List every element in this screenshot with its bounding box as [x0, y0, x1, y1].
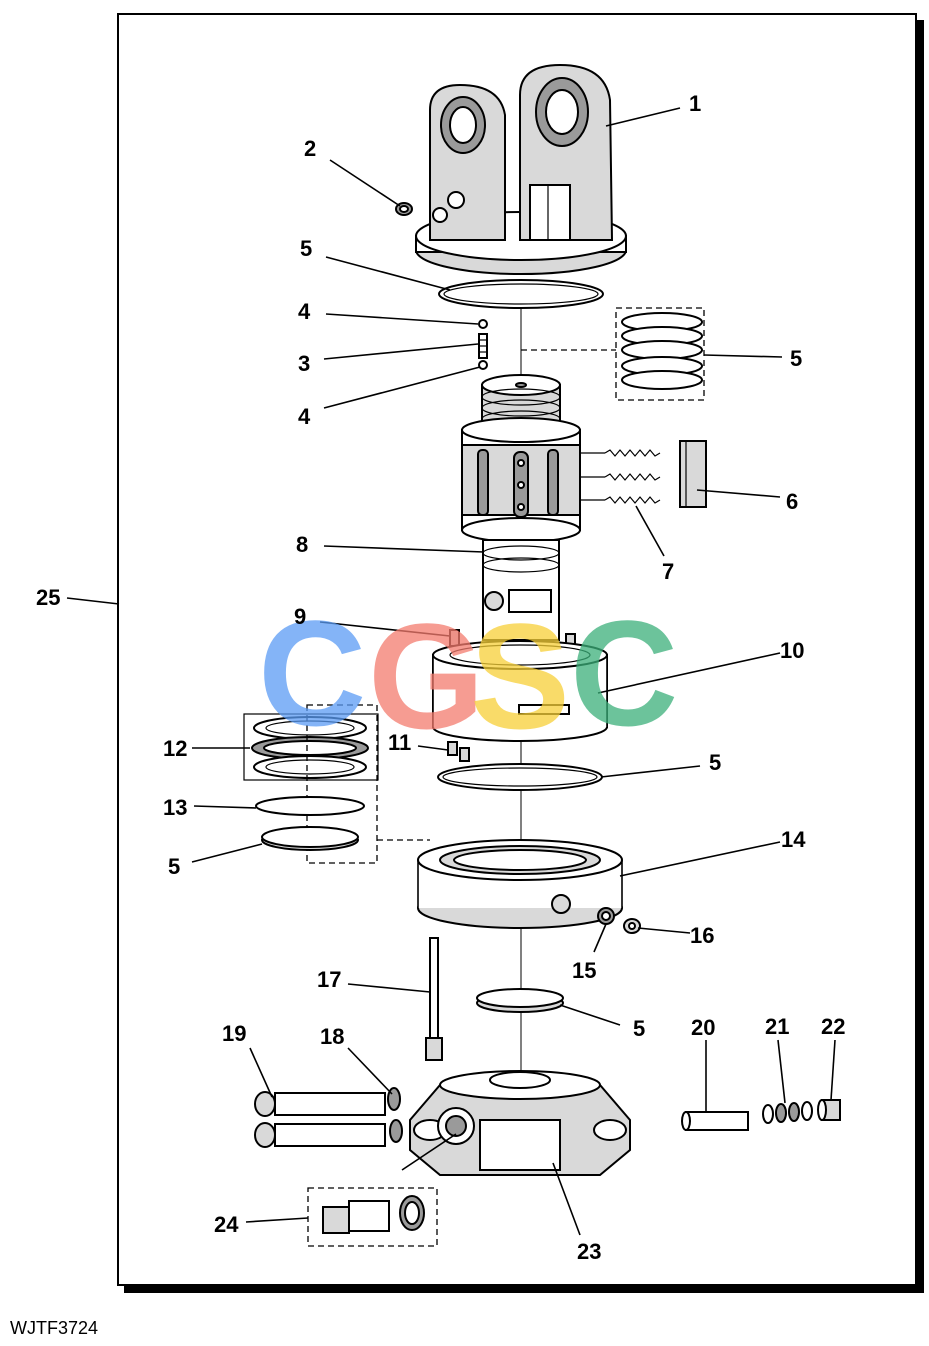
watermark-letter-4: C [570, 589, 678, 757]
part-11-fittings [447, 741, 470, 762]
part-3-spring [478, 333, 488, 359]
part-21-washers [762, 1101, 813, 1124]
callout-5a: 5 [300, 236, 312, 261]
callout-13: 13 [163, 795, 187, 820]
watermark-letter-3: S [470, 592, 570, 760]
callout-5b: 5 [790, 346, 802, 371]
part-8-shaft [482, 539, 560, 641]
part-1-yoke [415, 63, 627, 275]
part-10-housing [432, 640, 608, 742]
part-15-nut [597, 907, 615, 925]
watermark: C G S C [258, 589, 678, 760]
callout-labels: 1 2 3 4 4 5 5 5 5 5 5 6 7 8 9 10 11 12 1… [36, 91, 845, 1264]
callout-2: 2 [304, 136, 316, 161]
part-18-washers [387, 1087, 403, 1143]
callout-11: 11 [388, 730, 411, 755]
callout-4a: 4 [298, 299, 311, 324]
part-5-ring-lower [476, 988, 564, 1013]
part-20-pin [681, 1111, 749, 1131]
rotor-body [461, 417, 581, 543]
callout-10: 10 [780, 638, 804, 663]
callout-7: 7 [662, 559, 674, 584]
part-16-cap [623, 918, 641, 934]
callout-14: 14 [781, 827, 806, 852]
callout-5e: 5 [633, 1016, 645, 1041]
callout-19: 19 [222, 1021, 246, 1046]
callout-16: 16 [690, 923, 714, 948]
part-17-bolt [425, 937, 443, 1061]
watermark-letter-2: G [368, 592, 485, 760]
callout-22: 22 [821, 1014, 845, 1039]
callout-9: 9 [294, 604, 306, 629]
callout-21: 21 [765, 1014, 789, 1039]
part-12-washer-set [243, 704, 379, 864]
part-5-ring-left [261, 826, 359, 851]
callout-4b: 4 [298, 404, 311, 429]
leader-lines [66, 107, 836, 1236]
part-19-bolts [254, 1091, 386, 1148]
callout-23: 23 [577, 1239, 601, 1264]
part-24-fitting [307, 1187, 438, 1247]
figure-code: WJTF3724 [10, 1318, 99, 1338]
watermark-letter-1: C [258, 589, 366, 757]
callout-5d: 5 [168, 854, 180, 879]
callout-18: 18 [320, 1024, 344, 1049]
callout-12: 12 [163, 736, 187, 761]
part-14-bearing-housing [417, 839, 623, 929]
callout-24: 24 [214, 1212, 239, 1237]
part-6-vane [679, 440, 707, 508]
callout-3: 3 [298, 351, 310, 376]
part-4-ball-lower [478, 360, 488, 370]
part-5-ring-top [438, 279, 604, 309]
part-23-bottom-housing [409, 1070, 631, 1176]
part-5-seal-rings [521, 307, 705, 401]
callout-15: 15 [572, 958, 596, 983]
callout-20: 20 [691, 1015, 715, 1040]
callout-25: 25 [36, 585, 60, 610]
callout-17: 17 [317, 967, 341, 992]
callout-6: 6 [786, 489, 798, 514]
callout-1: 1 [689, 91, 701, 116]
part-7-springs [580, 449, 661, 504]
part-22-cap [817, 1099, 841, 1121]
callout-5c: 5 [709, 750, 721, 775]
part-13-ring [255, 796, 365, 816]
part-4-ball-upper [478, 319, 488, 329]
callout-8: 8 [296, 532, 308, 557]
